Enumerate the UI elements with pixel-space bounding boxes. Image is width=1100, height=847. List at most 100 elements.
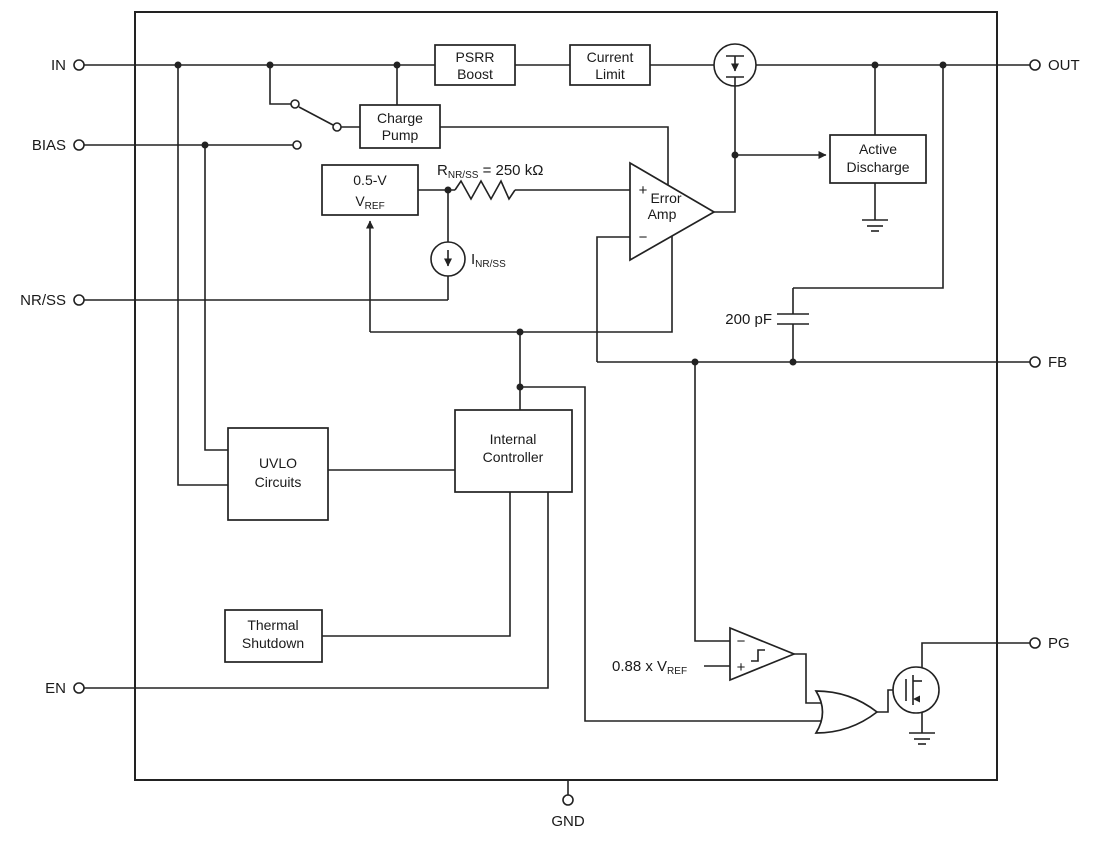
pin-label-nrss: NR/SS [20,292,66,309]
error-amp-label2: Amp [648,206,677,222]
vref-block: 0.5-V VREF [321,164,419,216]
wire-fb [596,236,1030,642]
pin-en: EN [45,680,85,697]
nmos-arrow-icon [913,695,920,703]
pin-out: OUT [1029,57,1080,74]
junction-dot [444,186,452,194]
switch-contact-bias [292,140,302,150]
current-limit-block: Current Limit [569,44,651,86]
device-outline [134,11,998,781]
charge-pump-label2: Pump [382,127,419,143]
psrr-boost-label: PSRR [456,49,495,65]
uvlo-block: UVLO Circuits [227,427,329,521]
rnrss-label: RNR/SS = 250 kΩ [437,162,543,181]
active-discharge-block: Active Discharge [829,134,927,184]
psrr-boost-label2: Boost [457,66,493,82]
junction-dot [731,151,739,159]
pin-label-en: EN [45,680,66,697]
switch-common [332,122,342,132]
wire-out-to-cap [792,65,944,362]
inrss-label: INR/SS [471,251,506,270]
wire-uvlo [177,65,455,486]
pg-threshold-label: 0.88 x VREF [612,658,687,677]
pin-label-gnd: GND [551,813,585,830]
pin-circle-gnd [562,794,574,806]
cap-value-label: 200 pF [725,311,772,328]
pin-label-bias: BIAS [32,137,66,154]
pin-label-pg: PG [1048,635,1070,652]
pin-circle-bias [73,139,85,151]
pin-nrss: NR/SS [20,292,85,309]
pin-label-out: OUT [1048,57,1080,74]
thermal-shutdown-label2: Shutdown [242,635,304,651]
internal-controller-label2: Controller [483,449,544,465]
pg-comparator-plus: + [737,659,746,676]
pin-label-fb: FB [1048,354,1067,371]
ground-icon-nmos [909,732,935,745]
junction-dot [201,141,209,149]
wire-enable-control [366,220,673,410]
hysteresis-icon [751,649,765,662]
error-amp-minus: − [639,229,648,246]
current-limit-label: Current [587,49,634,65]
thermal-shutdown-label: Thermal [247,617,298,633]
junction-dot [871,61,879,69]
thermal-shutdown-block: Thermal Shutdown [224,609,323,663]
junction-dot [393,61,401,69]
error-amp-label: Error [650,190,681,206]
pin-circle-fb [1029,356,1041,368]
pass-fet-icon [713,43,757,87]
active-discharge-label: Active [859,141,897,157]
vref-label: 0.5-V [353,172,387,188]
resistor-icon [454,179,516,201]
switch-contact-in [290,99,300,109]
junction-dot [516,328,524,336]
nmos-fet-icon [892,666,940,714]
wire-erroramp-out [714,86,827,213]
wire-thermal [322,492,511,637]
pin-label-in: IN [51,57,66,74]
junction-dot [516,383,524,391]
pin-bias: BIAS [32,137,85,154]
pin-fb: FB [1029,354,1067,371]
pin-gnd: GND [551,794,585,830]
pin-circle-out [1029,59,1041,71]
charge-pump-label: Charge [377,110,423,126]
pin-circle-en [73,682,85,694]
junction-dot [174,61,182,69]
pin-pg: PG [1029,635,1070,652]
error-amp-triangle-icon [629,161,716,262]
uvlo-label: UVLO [259,455,297,471]
pin-in: IN [51,57,85,74]
uvlo-label2: Circuits [255,474,302,490]
pin-circle-pg [1029,637,1041,649]
wire-pg-logic [520,386,822,722]
pin-circle-in [73,59,85,71]
nrss-current-source [430,241,466,277]
junction-dot [789,358,797,366]
capacitor-icon [777,313,809,325]
junction-dots [174,61,947,391]
psrr-boost-block: PSRR Boost [434,44,516,86]
junction-dot [691,358,699,366]
wire-en [84,492,549,689]
or-gate-icon [814,690,879,734]
wire-nrss [84,190,449,301]
junction-dot [266,61,274,69]
internal-controller-block: Internal Controller [454,409,573,493]
pg-comparator-triangle-icon [729,626,797,682]
pg-comparator: − + [729,626,797,682]
active-discharge-label2: Discharge [846,159,909,175]
wire-chargepump [396,65,669,185]
pin-circle-nrss [73,294,85,306]
internal-controller-label: Internal [490,431,537,447]
bias-in-switch [269,65,360,150]
vref-symbol-label: VREF [355,193,384,212]
charge-pump-block: Charge Pump [359,104,441,149]
error-amp: + − Error Amp [629,161,716,262]
ground-icon-active-discharge [862,219,888,232]
current-limit-label2: Limit [595,66,625,82]
junction-dot [939,61,947,69]
